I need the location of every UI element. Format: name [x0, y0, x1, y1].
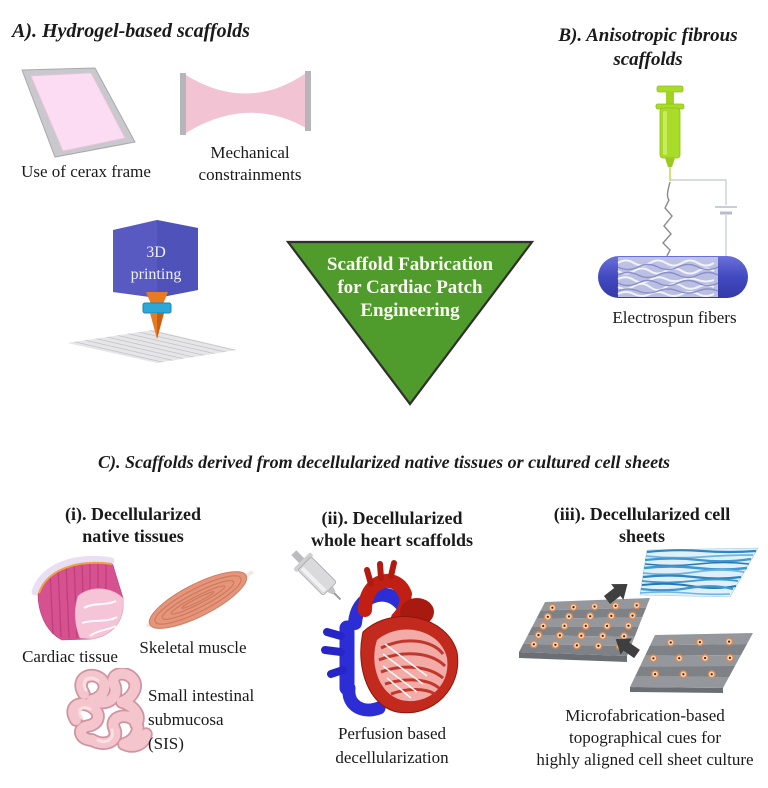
- cell-sheet-icon: [519, 547, 759, 693]
- cardiac-tissue-icon: [31, 556, 124, 641]
- nozzle-mount: [146, 292, 168, 304]
- print-label-line2: printing: [131, 266, 182, 283]
- subsection-ii-heading-line1: (ii). Decellularized: [321, 508, 463, 528]
- fiber-jet: [662, 181, 673, 257]
- subsection-i-heading-line1: (i). Decellularized: [65, 504, 201, 524]
- perfusion-syringe-icon: [291, 550, 342, 601]
- skeletal-muscle-label: Skeletal muscle: [139, 638, 247, 657]
- subsection-ii-heading: (ii). Decellularized whole heart scaffol…: [282, 507, 502, 551]
- cerax-frame-icon: [21, 67, 136, 158]
- aligned-cell-sheet: [639, 547, 759, 598]
- perfusion-heart-icon: [291, 550, 459, 717]
- printer-3d-icon: 3D printing: [67, 220, 237, 363]
- section-c-title: C). Scaffolds derived from decellularize…: [97, 452, 671, 472]
- electrospun-fibers-label: Electrospun fibers: [612, 308, 737, 327]
- subsection-i-heading: (i). Decellularized native tissues: [33, 503, 233, 547]
- scaffold-triangle-icon: Scaffold Fabrication for Cardiac Patch E…: [285, 240, 535, 406]
- subsection-iii-heading: (iii). Decellularized cell sheets: [522, 503, 762, 547]
- sis-icon: [66, 668, 153, 753]
- subsection-i-heading-line2: native tissues: [82, 526, 184, 546]
- micropatterned-substrate-sparse: [630, 633, 753, 693]
- arrow-up-right-icon: [603, 583, 628, 604]
- print-bed-mesh: [67, 330, 237, 363]
- collector-drum: [598, 256, 748, 298]
- mechanical-constraint-label-line1: Mechanical: [210, 143, 290, 162]
- subsection-iii-heading-line1: (iii). Decellularized cell: [553, 504, 731, 524]
- microfabrication-label-line3: highly aligned cell sheet culture: [536, 750, 754, 769]
- mechanical-constraint-label-line2: constrainments: [198, 165, 302, 184]
- section-b-title: B). Anisotropic fibrous scaffolds: [533, 24, 763, 72]
- skeletal-muscle-icon: [146, 570, 254, 629]
- triangle-text-line2: for Cardiac Patch: [337, 277, 483, 298]
- sis-label: Small intestinal submucosa (SIS): [148, 684, 278, 756]
- arrow-up-left-icon: [615, 638, 640, 659]
- microfabrication-label-line2: topographical cues for: [569, 728, 721, 747]
- syringe-icon: [655, 85, 685, 181]
- cerax-frame-label: Use of cerax frame: [21, 162, 151, 181]
- microfabrication-label-line1: Microfabrication-based: [565, 706, 725, 725]
- section-b-title-line2: scaffolds: [613, 49, 683, 70]
- subsection-ii-heading-line2: whole heart scaffolds: [311, 530, 473, 550]
- print-label-line1: 3D: [146, 244, 166, 261]
- sis-label-line2: submucosa: [148, 710, 224, 729]
- heart-anatomy: [321, 560, 459, 717]
- triangle-text-line1: Scaffold Fabrication: [327, 254, 494, 275]
- mechanical-constraint-icon: [180, 71, 311, 135]
- section-a-title: A). Hydrogel-based scaffolds: [12, 20, 250, 42]
- mechanical-constraint-label: Mechanical constrainments: [172, 142, 328, 186]
- sis-label-line1: Small intestinal: [148, 686, 255, 705]
- perfusion-label-line2: decellularization: [335, 748, 449, 767]
- electrospinning-icon: [598, 85, 748, 298]
- perfusion-label: Perfusion based decellularization: [302, 722, 482, 770]
- section-b-title-line1: B). Anisotropic fibrous: [558, 25, 738, 46]
- triangle-text-line3: Engineering: [360, 300, 460, 321]
- cardiac-tissue-label: Cardiac tissue: [22, 647, 118, 666]
- sis-label-line3: (SIS): [148, 734, 184, 753]
- voltage-circuit: [670, 179, 737, 256]
- perfusion-label-line1: Perfusion based: [337, 724, 447, 743]
- subsection-iii-heading-line2: sheets: [619, 526, 665, 546]
- nozzle-band: [142, 302, 172, 314]
- micropatterned-substrate-seeded: [519, 598, 650, 662]
- microfabrication-label: Microfabrication-based topographical cue…: [505, 705, 768, 771]
